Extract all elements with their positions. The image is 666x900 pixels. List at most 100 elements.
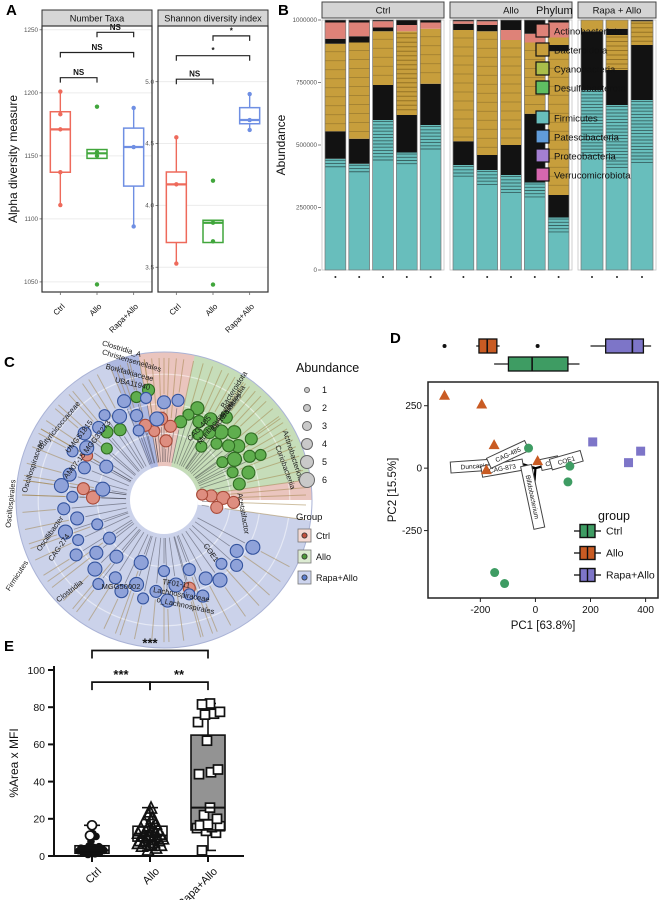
bar-segment-s (500, 30, 522, 40)
taxon-node (219, 410, 233, 424)
group-legend-title: Group (296, 512, 322, 523)
legend-swatch (535, 61, 550, 76)
tree-spoke (240, 400, 267, 427)
legend-swatch (535, 42, 550, 57)
y-tick-label: -250 (402, 526, 422, 537)
bar-segment-k (325, 38, 346, 44)
x-tick-label: Ctrl (168, 302, 183, 317)
bar-segment-s (396, 25, 418, 32)
taxon-node (100, 442, 113, 455)
y-tick-label: 40 (33, 776, 45, 788)
data-point (210, 282, 216, 287)
tree-branch (140, 437, 152, 465)
y-tick-label: 0 (39, 851, 45, 863)
y-tick-label: 3.5 (145, 264, 154, 271)
e-point-allo (144, 800, 158, 814)
taxon-node (182, 562, 196, 577)
arrow-label-text: CAG-873 (489, 463, 517, 475)
panel-c-letter: C (4, 354, 15, 371)
e-y-axis-title: %Area x MFI (7, 728, 21, 797)
y-tick-label: 1200 (24, 90, 39, 97)
d-legend-item-label: Ctrl (606, 526, 622, 538)
data-point (247, 117, 252, 123)
data-point (58, 89, 63, 94)
group-item-label: Allo (316, 552, 331, 562)
d-legend-title: group (598, 509, 630, 523)
taxon-node (192, 415, 206, 429)
x-tick-label: Allo (88, 302, 104, 318)
tree-spoke (88, 379, 117, 424)
tree-branch (121, 528, 140, 551)
clade-label: Oscillospirales (4, 479, 18, 528)
tree-spoke (126, 362, 135, 390)
bar-segment-k (548, 45, 569, 52)
abundance-size-label: 4 (322, 439, 327, 449)
e-point-rapa-allo (196, 845, 208, 856)
legend-swatch (535, 129, 550, 144)
taxon-node (191, 428, 204, 441)
clade-label: TF01-11 (162, 577, 191, 590)
taxon-node (210, 437, 223, 450)
data-point (247, 91, 252, 97)
sig-label: NS (189, 70, 201, 79)
legend-item-label: Verrucomicrobiota (554, 171, 631, 182)
y-tick-label: 20 (33, 814, 45, 826)
tree-spoke (63, 575, 89, 601)
abundance-size-circle (303, 404, 311, 412)
group-swatch-dot (301, 532, 308, 539)
clade-rim (15, 351, 313, 649)
tree-spoke (267, 439, 293, 453)
taxon-node (245, 539, 261, 555)
y-tick-label: 60 (33, 739, 45, 751)
e-point-rapa-allo (214, 706, 226, 718)
bar-segment-g (581, 20, 603, 32)
tree-spoke (226, 569, 260, 606)
tree-branch (111, 437, 140, 472)
bar-segment-k (453, 141, 474, 165)
x-tick-label: Rapa+Allo (107, 302, 140, 335)
marginal-box (507, 356, 569, 372)
e-point-rapa-allo (192, 716, 204, 728)
panel-e-letter: E (4, 638, 15, 655)
tree-spoke (256, 455, 300, 471)
sample-tick (641, 276, 643, 278)
bar-outline (419, 19, 442, 271)
bar-segment-k (396, 115, 418, 153)
data-point (210, 239, 216, 244)
pca-point-allo (476, 398, 488, 409)
taxon-node (139, 391, 153, 405)
tree-spoke (88, 584, 112, 621)
facet-title: Allo (503, 6, 519, 17)
tree-branch (168, 408, 178, 463)
taxon-node (57, 524, 74, 540)
tree-spoke (23, 479, 53, 485)
taxon-node (227, 425, 242, 440)
bar-segment-s (524, 33, 546, 43)
tree-spoke (246, 469, 304, 483)
taxon-node (244, 432, 258, 446)
tree-branch (104, 512, 129, 523)
legend-item-label: Bacteroidota (554, 46, 608, 57)
bar-segment-k (631, 20, 653, 22)
tree-branch (143, 535, 152, 555)
sig-bracket (96, 31, 135, 38)
bar-segment-k (420, 20, 441, 23)
data-point (131, 224, 136, 229)
panel-c-circular-cladogram: Clostridia_AChristensenellalesBorkfalkia… (4, 338, 359, 649)
bar-segment-k (581, 31, 603, 90)
data-point (58, 112, 63, 117)
y-tick-label: 250 (405, 401, 422, 412)
sample-tick (462, 276, 465, 278)
marginal-box (605, 338, 645, 354)
tree-spoke (209, 585, 232, 626)
tree-branch (115, 521, 134, 534)
facet-title: Ctrl (376, 6, 391, 17)
taxon-node (202, 425, 217, 440)
e-point-rapa-allo (201, 735, 213, 747)
bar-segment-ts (631, 100, 653, 165)
bar-segment-gs (631, 21, 653, 45)
x-tick-label: Ctrl (52, 302, 67, 317)
taxon-node (230, 558, 244, 572)
facet-title: Shannon diversity index (164, 14, 262, 24)
legend-item-label: Proteobacteria (554, 152, 617, 163)
